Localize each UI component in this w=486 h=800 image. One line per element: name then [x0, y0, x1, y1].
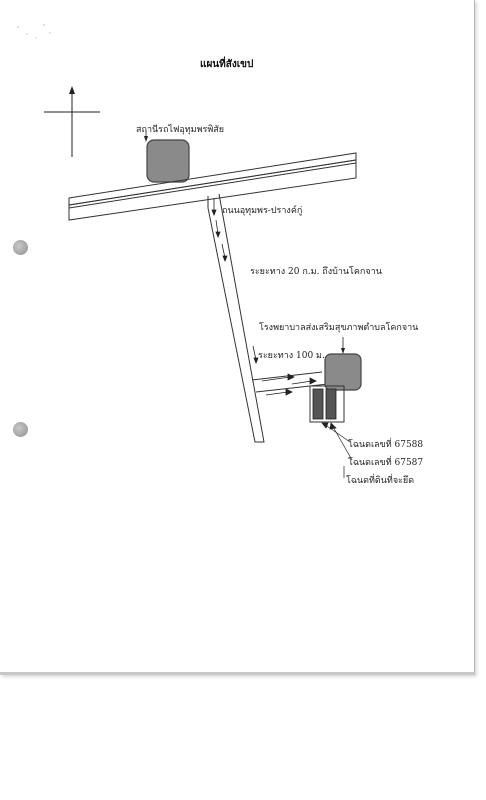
station-label: สถานีรถไฟอุทุมพรพิสัย	[136, 125, 225, 135]
main-road	[207, 193, 265, 443]
deed-2-label: โฉนดเลขที่ 67587	[348, 458, 424, 468]
station-building	[146, 139, 190, 183]
deed-pointers	[321, 422, 353, 478]
punch-hole-top	[13, 240, 28, 255]
punch-hole-bottom	[13, 422, 28, 437]
deed-1-label: โฉนดเลขที่ 67588	[348, 440, 424, 450]
scan-specks	[17, 24, 51, 39]
station-pointer-head	[144, 136, 148, 142]
hospital-pointer-head	[341, 348, 345, 354]
distance-100-label: ระยะทาง 100 ม.	[258, 351, 325, 361]
hospital-building	[324, 353, 362, 391]
north-arrow-icon	[44, 86, 100, 157]
branch-road	[251, 371, 329, 393]
map-title: แผนที่สังเขป	[200, 59, 254, 70]
distance-village-label: ระยะทาง 20 ก.ม. ถึงบ้านโคกจาน	[250, 267, 382, 277]
route-arrows	[211, 198, 317, 396]
deed-3-label: โฉนดที่ดินที่จะยึด	[346, 476, 415, 486]
railway-line	[68, 152, 357, 221]
sketch-map	[17, 24, 362, 478]
hospital-label: โรงพยาบาลส่งเสริมสุขภาพตำบลโคกจาน	[259, 323, 419, 333]
document-page: แผนที่สังเขป	[0, 0, 475, 675]
land-plots	[309, 385, 345, 423]
road-label: ถนนอุทุมพร-ปรางค์กู่	[222, 206, 303, 216]
